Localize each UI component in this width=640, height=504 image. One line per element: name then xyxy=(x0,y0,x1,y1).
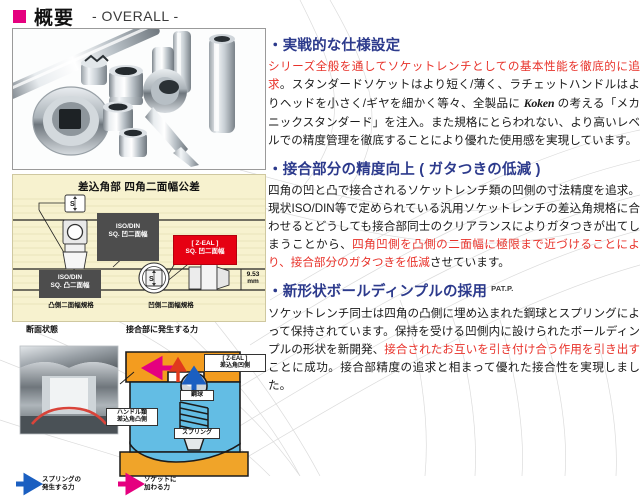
force-legend-spring-force-line1: スプリングの xyxy=(42,476,81,483)
tolerance-box-iso-concave-line1: ISO/DIN xyxy=(115,223,141,230)
patent-pending-badge: PAT.P. xyxy=(491,283,514,293)
tolerance-caption-convex: 凸側二面幅規格 xyxy=(48,302,94,309)
tolerance-dimension: 9.53 mm xyxy=(241,271,265,285)
force-legend-socket-force: ソケットに 加わる力 xyxy=(144,476,177,492)
section-joint-accuracy-heading: ・接合部分の精度向上 ( ガタつきの低減 ) xyxy=(268,160,640,180)
section-practical-spec-body: シリーズ全般を通してソケットレンチとしての基本性能を徹底的に追求。スタンダードソ… xyxy=(268,58,640,149)
force-diagram-force-label: 接合部に発生する力 xyxy=(126,325,198,334)
section-joint-accuracy-body: 四角の凹と凸で接合されるソケットレンチ類の凹側の寸法精度を追求。現状ISO/DI… xyxy=(268,182,640,272)
tolerance-box-zeal-concave: [ Z-EAL ] SQ. 凹二面幅 xyxy=(173,235,237,265)
section-joint-accuracy: ・接合部分の精度向上 ( ガタつきの低減 ) 四角の凹と凸で接合されるソケットレ… xyxy=(268,160,640,273)
tolerance-dimension-unit: mm xyxy=(247,278,259,286)
text-run-2: Koken xyxy=(523,96,555,111)
force-tag-zeal-concave-line2: 差込角凹側 xyxy=(219,363,250,370)
force-tag-steel-ball-line1: 鋼球 xyxy=(190,392,203,398)
tolerance-diagram: S S xyxy=(12,174,266,322)
tolerance-box-iso-concave: ISO/DIN SQ. 凹二面幅 xyxy=(97,213,159,261)
force-diagram-section-label: 断面状態 xyxy=(26,325,58,334)
section-practical-spec-heading-text: ・実戦的な仕様設定 xyxy=(268,38,401,54)
tolerance-box-iso-convex-line2: SQ. 凸二面幅 xyxy=(50,282,90,290)
page-title: 概要 xyxy=(34,8,75,29)
tolerance-box-iso-convex: ISO/DIN SQ. 凸二面幅 xyxy=(39,270,101,298)
tolerance-dimension-value: 9.53 xyxy=(246,271,260,278)
force-tag-handle-convex-line2: 差込角凸側 xyxy=(116,417,147,424)
force-tag-steel-ball: 鋼球 xyxy=(180,390,214,402)
tolerance-box-iso-convex-line1: ISO/DIN xyxy=(57,274,83,281)
text-run-2: させています。 xyxy=(429,256,510,270)
product-photo xyxy=(12,28,266,170)
left-column: S S xyxy=(0,28,266,496)
force-tag-zeal-concave: [ Z-EAL ] 差込角凹側 xyxy=(204,354,266,373)
force-tag-spring-line1: スプリング xyxy=(181,430,212,436)
header-marker-icon xyxy=(13,10,26,23)
section-joint-accuracy-heading-text: ・接合部分の精度向上 ( ガタつきの低減 ) xyxy=(268,161,541,178)
force-legend-spring-force-line2: 発生する力 xyxy=(42,484,75,492)
product-photo-image xyxy=(13,29,263,167)
section-ball-dimple-heading-text: ・新形状ボールディンプルの採用 xyxy=(268,284,488,301)
force-tag-spring: スプリング xyxy=(174,428,220,440)
page-header: 概要 - OVERALL - xyxy=(0,0,640,30)
text-run-1: 接合されたお互いを引き付け合う作用を引き出す xyxy=(384,342,640,356)
force-tag-handle-convex: ハンドル類 差込角凸側 xyxy=(106,408,158,427)
force-legend-spring-force: スプリングの 発生する力 xyxy=(42,476,81,492)
svg-text:S: S xyxy=(149,276,154,283)
tolerance-caption-concave: 凹側二面幅規格 xyxy=(148,302,194,309)
right-column: ・実戦的な仕様設定 シリーズ全般を通してソケットレンチとしての基本性能を徹底的に… xyxy=(268,36,640,405)
svg-text:S: S xyxy=(70,201,75,208)
tolerance-box-iso-concave-line2: SQ. 凹二面幅 xyxy=(108,231,148,239)
page-subtitle: - OVERALL - xyxy=(92,8,179,24)
force-diagram: 断面状態 接合部に発生する力 [ Z-EAL ] 差込角凹側 ハンドル類 差込角… xyxy=(8,324,266,504)
force-legend-socket-force-line1: ソケットに xyxy=(144,476,177,483)
force-legend-socket-force-line2: 加わる力 xyxy=(144,484,170,492)
tolerance-diagram-title: 差込角部 四角二面幅公差 xyxy=(77,181,201,193)
section-practical-spec-heading: ・実戦的な仕様設定 xyxy=(268,36,640,56)
section-ball-dimple-body: ソケットレンチ同士は四角の凸側に埋め込まれた鋼球とスプリングによって保持されてい… xyxy=(268,305,640,395)
tolerance-box-zeal-concave-line1: [ Z-EAL ] xyxy=(191,240,219,247)
section-practical-spec: ・実戦的な仕様設定 シリーズ全般を通してソケットレンチとしての基本性能を徹底的に… xyxy=(268,36,640,150)
text-run-2: ことに成功。接合部精度の追求と相まって優れた接合性を実現しました。 xyxy=(268,360,640,392)
tolerance-box-zeal-concave-line2: SQ. 凹二面幅 xyxy=(185,248,225,256)
